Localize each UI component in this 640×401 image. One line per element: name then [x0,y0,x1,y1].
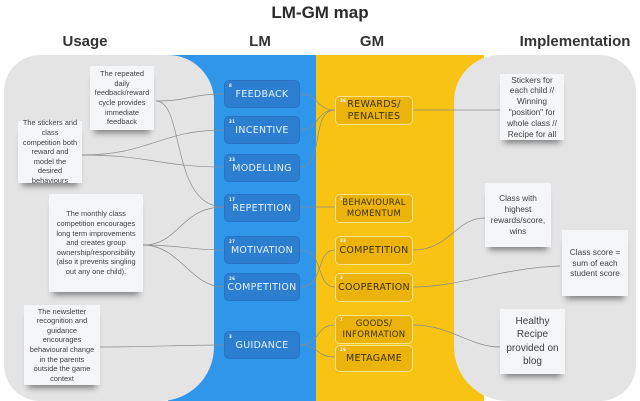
gm-badge: 3 [340,275,344,280]
gm-label: COMPETITION [339,244,409,256]
lm-label: INCENTIVE [235,124,289,136]
gm-label: BEHAVIOURAL MOMENTUM [342,198,406,219]
lm-badge: 26 [229,276,236,281]
implementation-note-text: Healthy Recipe provided on blog [506,315,559,368]
usage-note-text: The repeated daily feedback/reward cycle… [94,69,150,127]
implementation-note-text: Stickers for each child // Winning "posi… [507,74,557,139]
lm-badge: 17 [229,197,236,202]
lm-item-modelling[interactable]: 23 MODELLING [224,154,300,182]
lm-badge: 31 [229,119,236,124]
implementation-note: Stickers for each child // Winning "posi… [500,74,564,140]
implementation-note-text: Class score = sum of each student score [569,246,621,279]
column-header-usage: Usage [62,33,108,50]
lm-badge: 3 [229,334,233,339]
gm-item-rewards-penalties[interactable]: 36 REWARDS/ PENALTIES [335,96,413,125]
gm-item-competition[interactable]: 33 COMPETITION [335,236,413,265]
gm-badge: 33 [340,238,347,243]
lm-label: FEEDBACK [235,88,289,100]
gm-label: GOODS/ INFORMATION [342,319,406,340]
usage-note-text: The monthly class competition encourages… [56,209,136,277]
usage-note: The repeated daily feedback/reward cycle… [90,66,154,130]
usage-note: The newsletter recognition and guidance … [24,305,100,385]
lm-label: MOTIVATION [230,244,294,256]
implementation-note-text: Class with highest rewards/score, wins [490,193,546,236]
lm-item-feedback[interactable]: 8 FEEDBACK [224,80,300,108]
implementation-note: Class with highest rewards/score, wins [485,183,551,247]
gm-label: REWARDS/ PENALTIES [347,99,401,122]
lm-item-competition[interactable]: 26 COMPETITION [224,273,300,301]
implementation-note: Class score = sum of each student score [562,230,628,296]
lm-badge: 8 [229,83,233,88]
gm-item-goods-information[interactable]: 7 GOODS/ INFORMATION [335,315,413,344]
lm-item-guidance[interactable]: 3 GUIDANCE [224,331,300,359]
gm-item-behavioural-momentum[interactable]: 2 BEHAVIOURAL MOMENTUM [335,194,413,223]
usage-note-text: The newsletter recognition and guidance … [29,306,95,383]
gm-badge: 7 [340,317,344,322]
lm-item-motivation[interactable]: 27 MOTIVATION [224,236,300,264]
lm-label: COMPETITION [227,281,297,293]
column-header-implementation: Implementation [519,33,631,50]
implementation-note: Healthy Recipe provided on blog [500,309,565,374]
gm-item-metagame[interactable]: 26 METAGAME [335,345,413,372]
lm-label: REPETITION [232,202,292,214]
lm-item-incentive[interactable]: 31 INCENTIVE [224,116,300,144]
lm-badge: 23 [229,157,236,162]
gm-badge: 26 [340,347,347,352]
usage-note: The monthly class competition encourages… [49,194,143,292]
gm-badge: 36 [340,98,347,103]
lm-badge: 27 [229,239,236,244]
usage-note: The stickers and class competition both … [18,118,82,186]
column-header-gm: GM [359,33,385,50]
gm-label: COOPERATION [338,281,410,293]
gm-label: METAGAME [345,352,403,364]
gm-badge: 2 [340,196,344,201]
gm-item-cooperation[interactable]: 3 COOPERATION [335,273,413,302]
lm-label: MODELLING [232,162,292,174]
diagram-title: LM-GM map [271,3,369,22]
lm-item-repetition[interactable]: 17 REPETITION [224,194,300,222]
usage-note-text: The stickers and class competition both … [22,118,78,186]
lm-label: GUIDANCE [235,339,289,351]
column-header-lm: LM [249,33,271,50]
